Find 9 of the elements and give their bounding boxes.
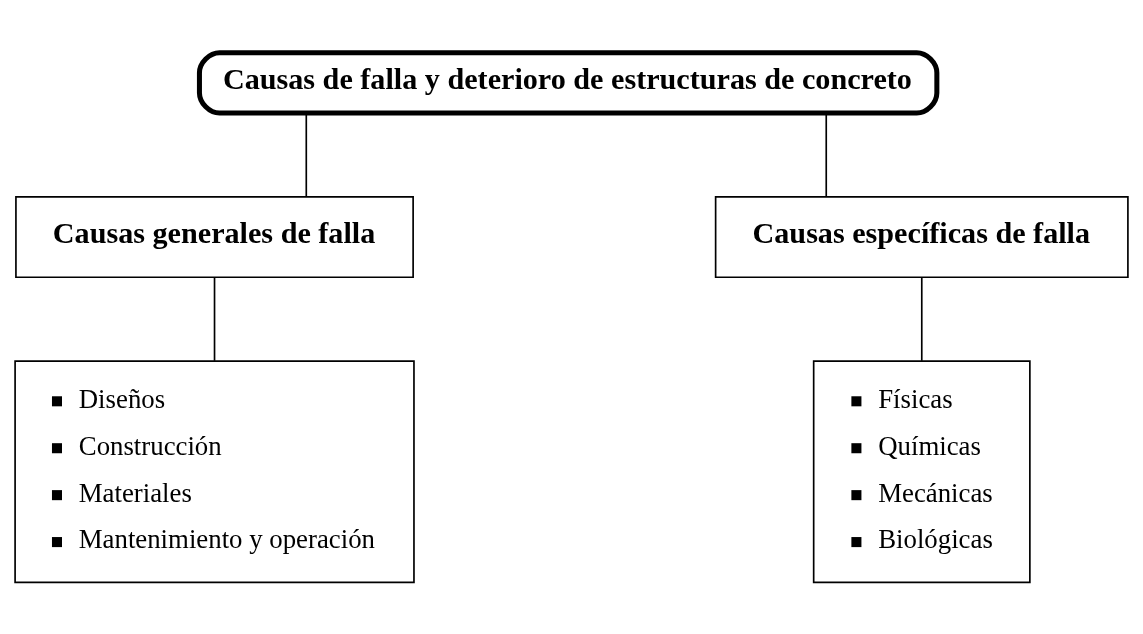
connector <box>825 112 828 198</box>
node-box: Físicas Químicas Mecánicas Biológicas <box>812 359 1031 583</box>
node-box: Causas de falla y deterioro de estructuras de concreto <box>196 49 940 116</box>
connector <box>213 276 216 362</box>
connector <box>920 276 923 362</box>
node-box: Causas generales de falla <box>15 195 414 278</box>
connector <box>305 112 308 198</box>
node-box: Causas específicas de falla <box>714 195 1129 278</box>
node-box: Diseños Construcción Materiales Mantenimiento y operación <box>14 359 415 583</box>
